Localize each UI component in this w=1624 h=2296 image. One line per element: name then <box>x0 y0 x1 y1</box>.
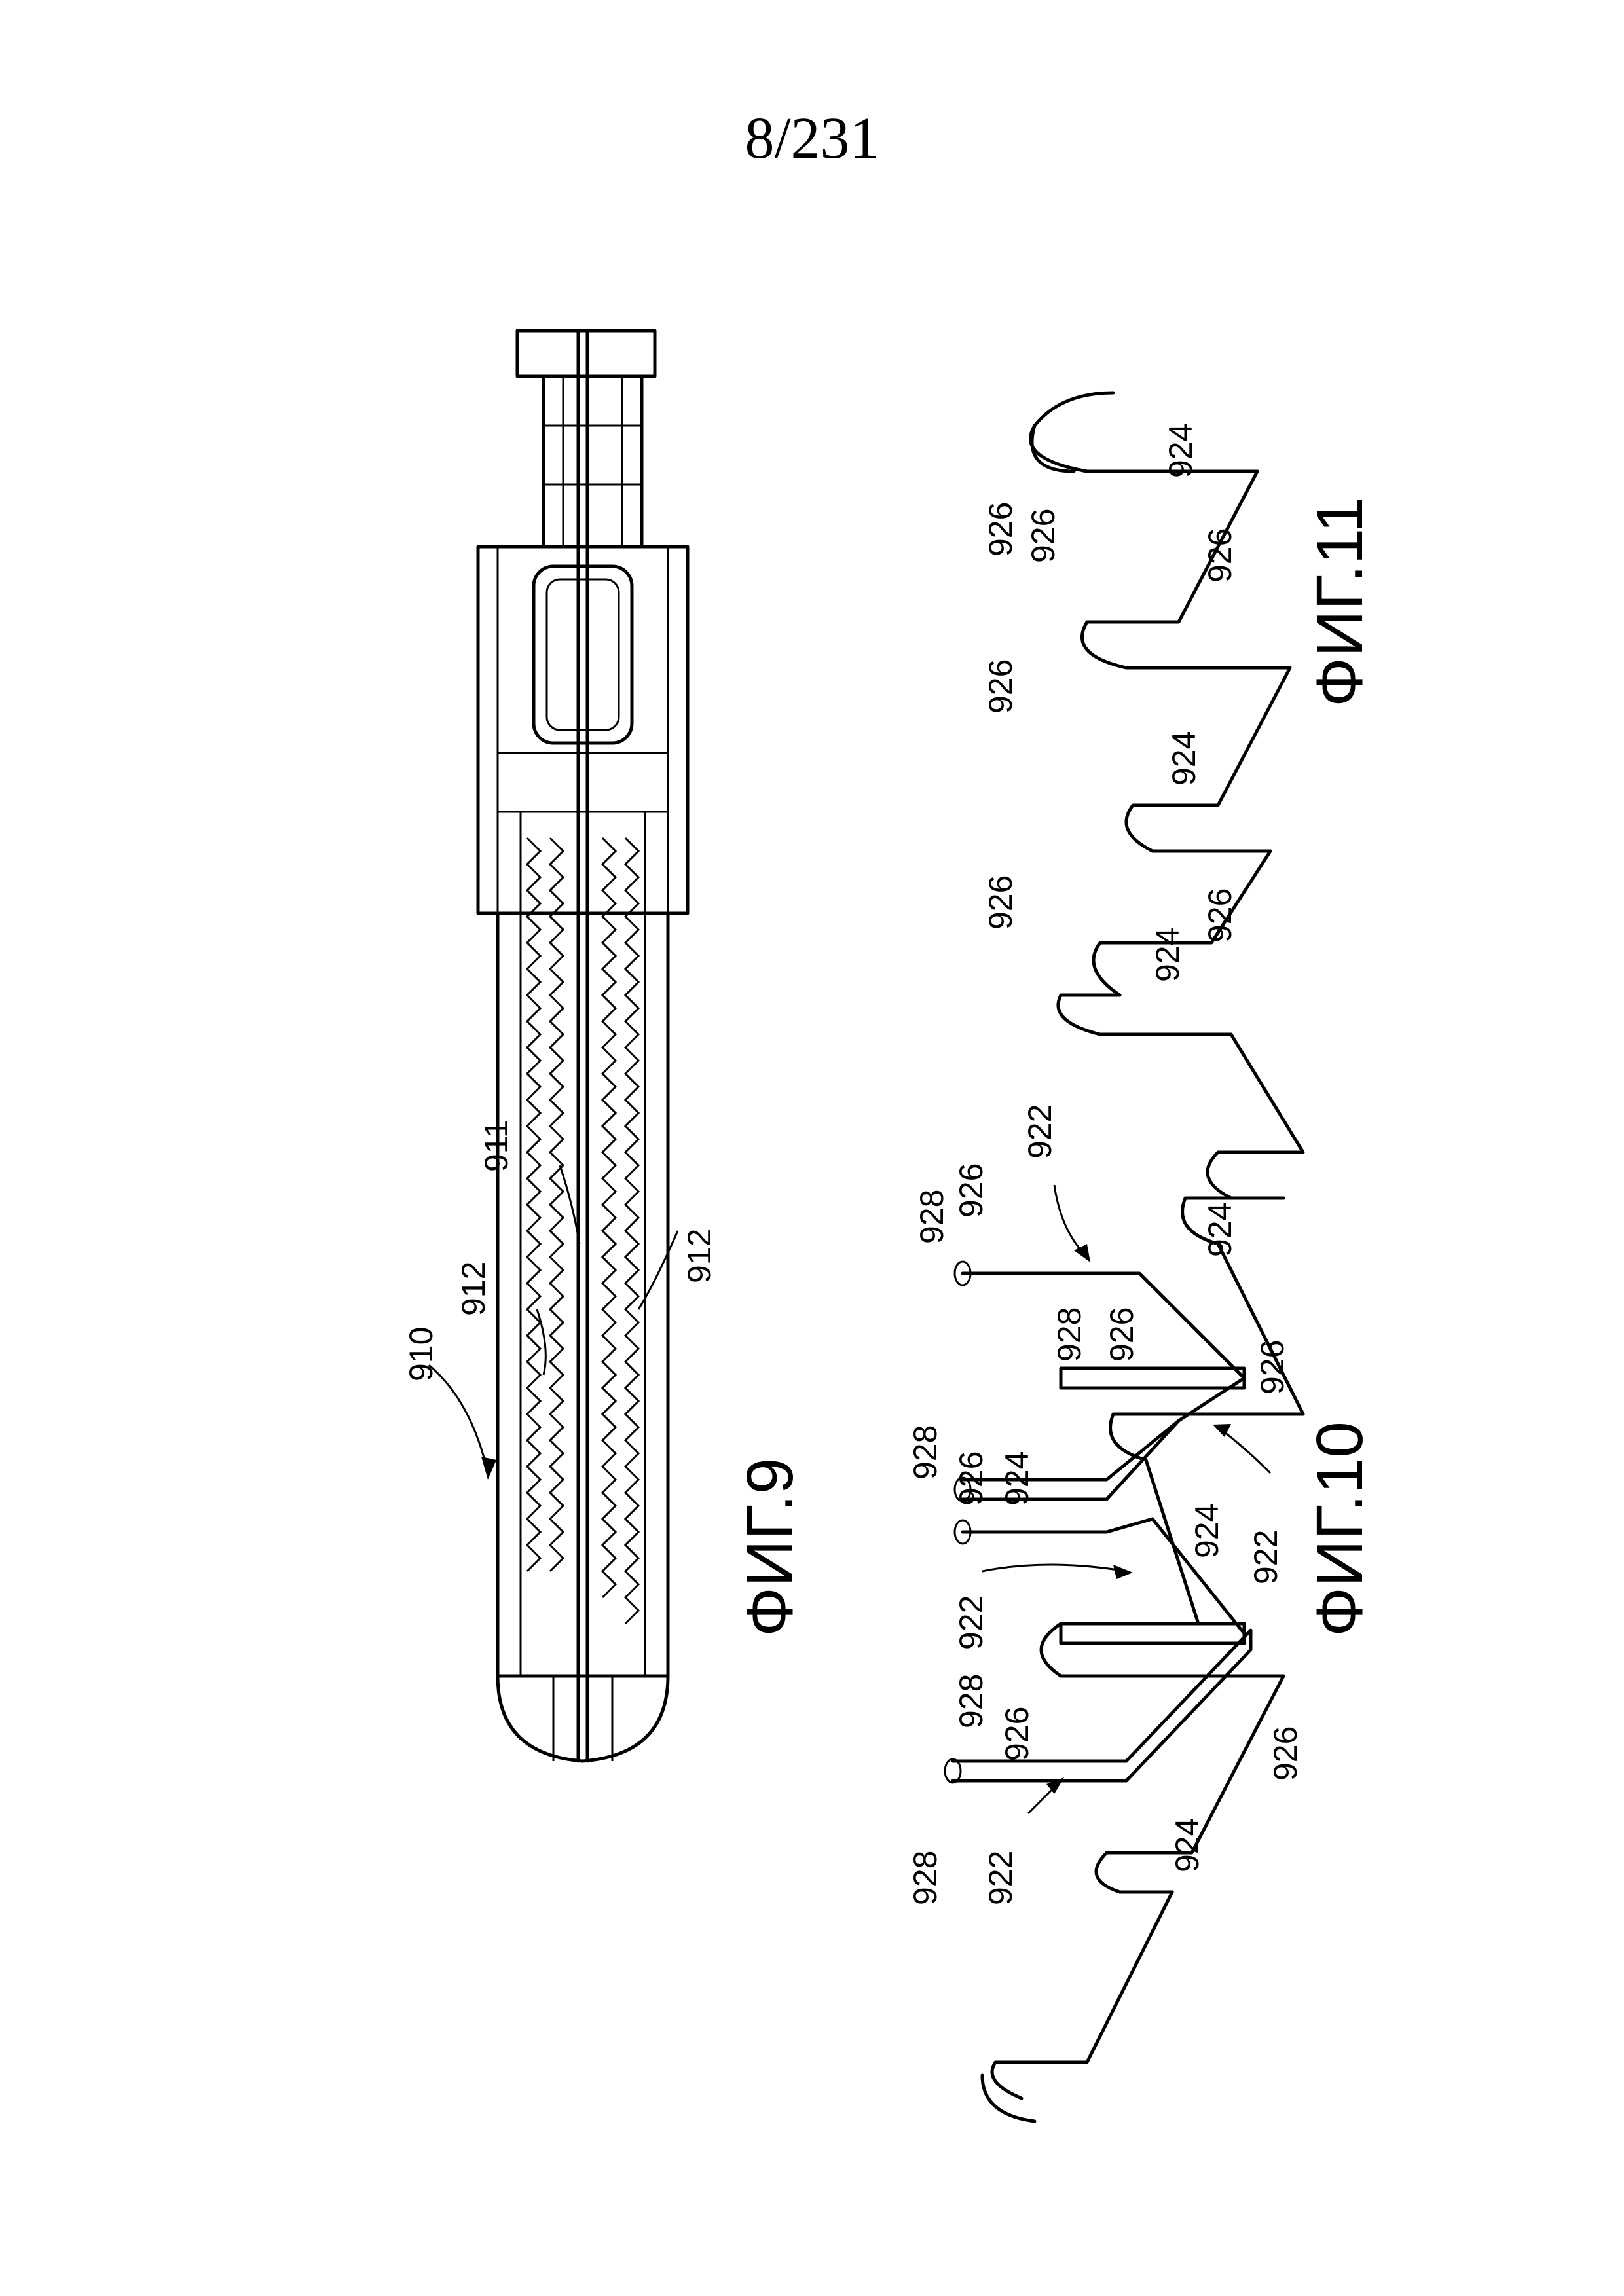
fig9-caption: ФИГ.9 <box>733 1458 807 1637</box>
fig9-top-neck <box>542 374 644 549</box>
label-926-left-d: 926 <box>982 659 1019 714</box>
fig11-staples: 926 926 926 926 924 926 924 926 924 ФИГ.… <box>980 391 1376 2123</box>
fig9-pocket-row-4 <box>623 837 640 1625</box>
fig11-staple-1 <box>990 1890 1174 2100</box>
label-922-bottom: 922 <box>982 1851 1019 1905</box>
fig11-staple-11 <box>1029 391 1259 473</box>
fig9-window <box>532 564 634 745</box>
label-928-upper: 928 <box>1051 1307 1088 1362</box>
page-number: 8/231 <box>745 106 879 171</box>
label-922-top: 922 <box>1022 1104 1058 1159</box>
fig11-staple-2 <box>1094 1674 1285 1894</box>
label-926-upper: 926 <box>1103 1307 1140 1362</box>
fig11-staple-3 <box>1039 1622 1285 1678</box>
fig11-staple-10 <box>1080 469 1292 670</box>
label-924-center: 924 <box>1189 1504 1225 1558</box>
label-926-right-bottom: 926 <box>1202 888 1238 943</box>
label-924-top: 924 <box>1162 424 1199 478</box>
label-924-middle: 924 <box>1166 731 1202 786</box>
label-926-bottom: 926 <box>1267 1726 1304 1781</box>
label-926-left-a: 926 <box>982 875 1019 930</box>
label-912-right: 912 <box>681 1229 718 1283</box>
fig10-staple-4 <box>1059 1366 1246 1390</box>
label-912-left: 912 <box>455 1262 492 1316</box>
fig10-staples: 922 926 928 924 928 926 926 928 926 924 … <box>907 1104 1376 1905</box>
fig10-staple-1 <box>951 1628 1253 1783</box>
label-924-top: 924 <box>1202 1203 1238 1257</box>
fig11-staple-5 <box>1181 1196 1305 1416</box>
label-926-left-c: 926 <box>1025 509 1061 563</box>
label-928-top: 928 <box>913 1190 950 1244</box>
label-924-bottom: 924 <box>1149 928 1186 982</box>
fig9-pocket-row-1 <box>525 837 542 1573</box>
label-910: 910 <box>403 1327 439 1381</box>
fig11-staple-8 <box>1092 849 1272 997</box>
label-924-middle: 924 <box>999 1451 1035 1506</box>
label-911: 911 <box>478 1120 515 1172</box>
fig11-staple-7 <box>1056 993 1233 1036</box>
label-922-center: 922 <box>1247 1530 1284 1584</box>
fig10-caption: ФИГ.10 <box>1303 1421 1376 1637</box>
label-926-lower: 926 <box>999 1707 1035 1761</box>
label-928-bottom: 928 <box>907 1851 944 1905</box>
fig11-staple-9 <box>1124 666 1292 853</box>
label-928-middle: 928 <box>907 1425 944 1480</box>
fig11-caption: ФИГ.11 <box>1303 497 1376 707</box>
label-926-middle: 926 <box>953 1451 989 1506</box>
fig9-housing <box>476 545 690 915</box>
label-924-bottom: 924 <box>1169 1818 1206 1872</box>
fig11-staple-6 <box>1206 1032 1305 1200</box>
fig10-staple-2 <box>1059 1622 1246 1645</box>
label-928-lower: 928 <box>953 1674 989 1728</box>
fig9-pocket-row-3 <box>600 837 618 1599</box>
fig10-staple-5 <box>961 1271 1246 1380</box>
fig9-cartridge: 910 911 912 912 ФИГ.9 <box>403 329 807 1763</box>
fig9-body <box>496 911 670 1763</box>
label-926-right-upper: 926 <box>1254 1340 1291 1394</box>
fig9-leader-910 <box>428 1364 489 1474</box>
label-926-right-top: 926 <box>1202 528 1238 583</box>
fig9-pocket-row-2 <box>548 837 565 1573</box>
label-922-lower: 922 <box>953 1595 989 1650</box>
label-926-top: 926 <box>953 1163 989 1218</box>
label-926-left-b: 926 <box>982 502 1019 556</box>
